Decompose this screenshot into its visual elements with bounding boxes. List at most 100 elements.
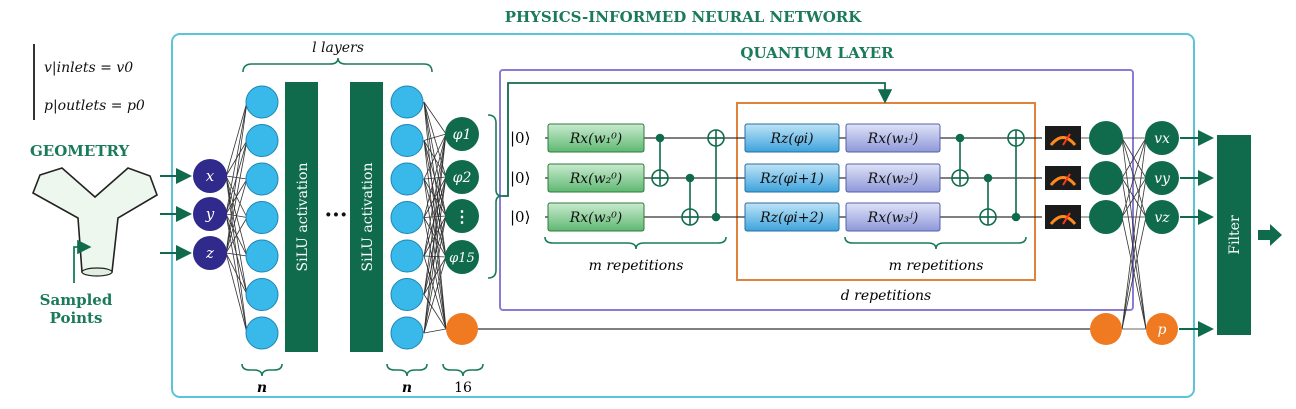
q-out-node-1 (1089, 121, 1123, 155)
y-pipe-geometry (32, 167, 158, 277)
hidden-layer-1-node (245, 201, 279, 234)
hidden-layer-1-node (245, 162, 279, 196)
main-title: PHYSICS-INFORMED NEURAL NETWORK (505, 8, 863, 26)
phi-to-quantum-arrow (502, 82, 893, 197)
connection-line (423, 133, 447, 180)
phi-node-1 (445, 117, 479, 151)
phi-node-15 (445, 240, 479, 274)
silu-activation-bar-1 (285, 82, 318, 352)
d-repetitions-label: d repetitions (841, 288, 931, 304)
sampled-arrow (73, 239, 92, 283)
connection-line (225, 252, 248, 257)
output-nodes: vx vy vz p (1145, 121, 1179, 345)
input-node-y (193, 197, 227, 231)
connection-line (423, 178, 447, 258)
rxj-gate-3: Rx(w₃ʲ) (867, 210, 919, 226)
phi-label-1: φ1 (453, 127, 472, 143)
connection-line (1121, 177, 1147, 330)
connection-line (1121, 137, 1147, 218)
boundary-conditions: v|inlets = v0 p|outlets = p0 (33, 44, 145, 120)
connection-line (423, 133, 447, 141)
quantum-layer-box (499, 69, 1134, 311)
orange-node-right (1090, 313, 1122, 345)
connection-line (423, 133, 447, 334)
connection-line (423, 176, 447, 180)
output-label-vz: vz (1154, 210, 1170, 226)
hidden-layer-2-node (390, 85, 424, 119)
qubit-label-2: |0⟩ (510, 169, 530, 187)
connection-line (423, 215, 447, 334)
quantum-output-nodes (1089, 121, 1123, 345)
phi-label-2: φ2 (453, 170, 472, 186)
output-node-vz (1145, 200, 1179, 234)
connection-line (423, 256, 447, 334)
hidden-layer-2-node (390, 124, 424, 157)
output-node-p (1146, 313, 1178, 345)
output-label-p: p (1158, 322, 1167, 338)
hidden-layer-1-node (245, 278, 279, 311)
meter-icon (1045, 205, 1081, 229)
connection-line (1121, 216, 1147, 330)
rx-initial-gates: Rx(w₁⁰) Rx(w₂⁰) Rx(w₃⁰) (547, 123, 645, 232)
hidden-layer-2-node (390, 278, 424, 311)
hidden-layer-1 (245, 85, 279, 350)
connection-line (225, 101, 248, 177)
n-label-2: n (402, 380, 412, 396)
layers-brace (242, 57, 433, 73)
silu-label-2: SiLU activation (360, 163, 376, 272)
network-connections (225, 101, 447, 334)
output-connections (1081, 137, 1147, 330)
connection-line (423, 133, 447, 218)
final-output-arrow (1258, 224, 1282, 246)
meter-icon (1045, 126, 1081, 150)
rxj-gate-2: Rx(w₂ʲ) (867, 171, 919, 187)
outlet-condition: p|outlets = p0 (44, 98, 145, 114)
output-label-vx: vx (1154, 131, 1170, 147)
ellipsis: ··· (325, 202, 348, 228)
phi-label-15: φ15 (449, 251, 475, 266)
connection-line (423, 176, 447, 334)
phi-node-2 (445, 160, 479, 194)
hidden-layer-1-node (245, 85, 279, 119)
qubit-label-3: |0⟩ (510, 208, 530, 226)
connection-line (225, 217, 248, 254)
input-label-x: x (206, 167, 215, 185)
rz-gate-3: Rz(φi+2) (759, 210, 824, 226)
inlet-condition: v|inlets = v0 (44, 60, 133, 76)
sampled-label: Sampled (40, 291, 113, 309)
filter-arrows (1179, 130, 1214, 337)
phi-nodes: φ1 φ2 ⋮ φ15 (445, 117, 479, 274)
input-label-y: y (205, 205, 215, 223)
connection-line (225, 252, 248, 334)
connection-line (225, 252, 248, 295)
sixteen-brace (442, 363, 484, 377)
output-node-vy (1145, 161, 1179, 195)
input-label-z: z (205, 244, 214, 262)
connection-line (1121, 177, 1147, 218)
n-label-1: n (257, 380, 267, 396)
quantum-title: QUANTUM LAYER (740, 44, 894, 62)
rz-gate-1: Rz(φi) (769, 131, 813, 147)
phi-label-dots: ⋮ (454, 207, 470, 226)
rz-gate-2: Rz(φi+1) (759, 171, 824, 187)
orange-node-left (446, 313, 478, 345)
cnot-block-2 (951, 129, 1025, 226)
connection-line (225, 140, 248, 254)
connection-line (225, 101, 248, 215)
m-brace-2 (844, 236, 1027, 250)
measurement-meters (1045, 126, 1081, 229)
connection-line (225, 101, 248, 254)
hidden-layer-2-node (390, 316, 424, 350)
rx-j-gates: Rx(w₁ʲ) Rx(w₂ʲ) Rx(w₃ʲ) (845, 123, 941, 232)
n-brace-2 (386, 363, 428, 377)
connection-line (423, 101, 447, 135)
rx-gate-1: Rx(w₁⁰) (569, 131, 623, 147)
rx-gate-2: Rx(w₂⁰) (569, 171, 623, 187)
input-node-z (193, 236, 227, 270)
connection-line (423, 133, 447, 295)
silu-label-1: SiLU activation (295, 163, 311, 272)
connection-line (423, 133, 447, 257)
connection-line (423, 328, 447, 334)
n-brace-1 (241, 363, 283, 377)
m-brace-1 (544, 236, 727, 250)
